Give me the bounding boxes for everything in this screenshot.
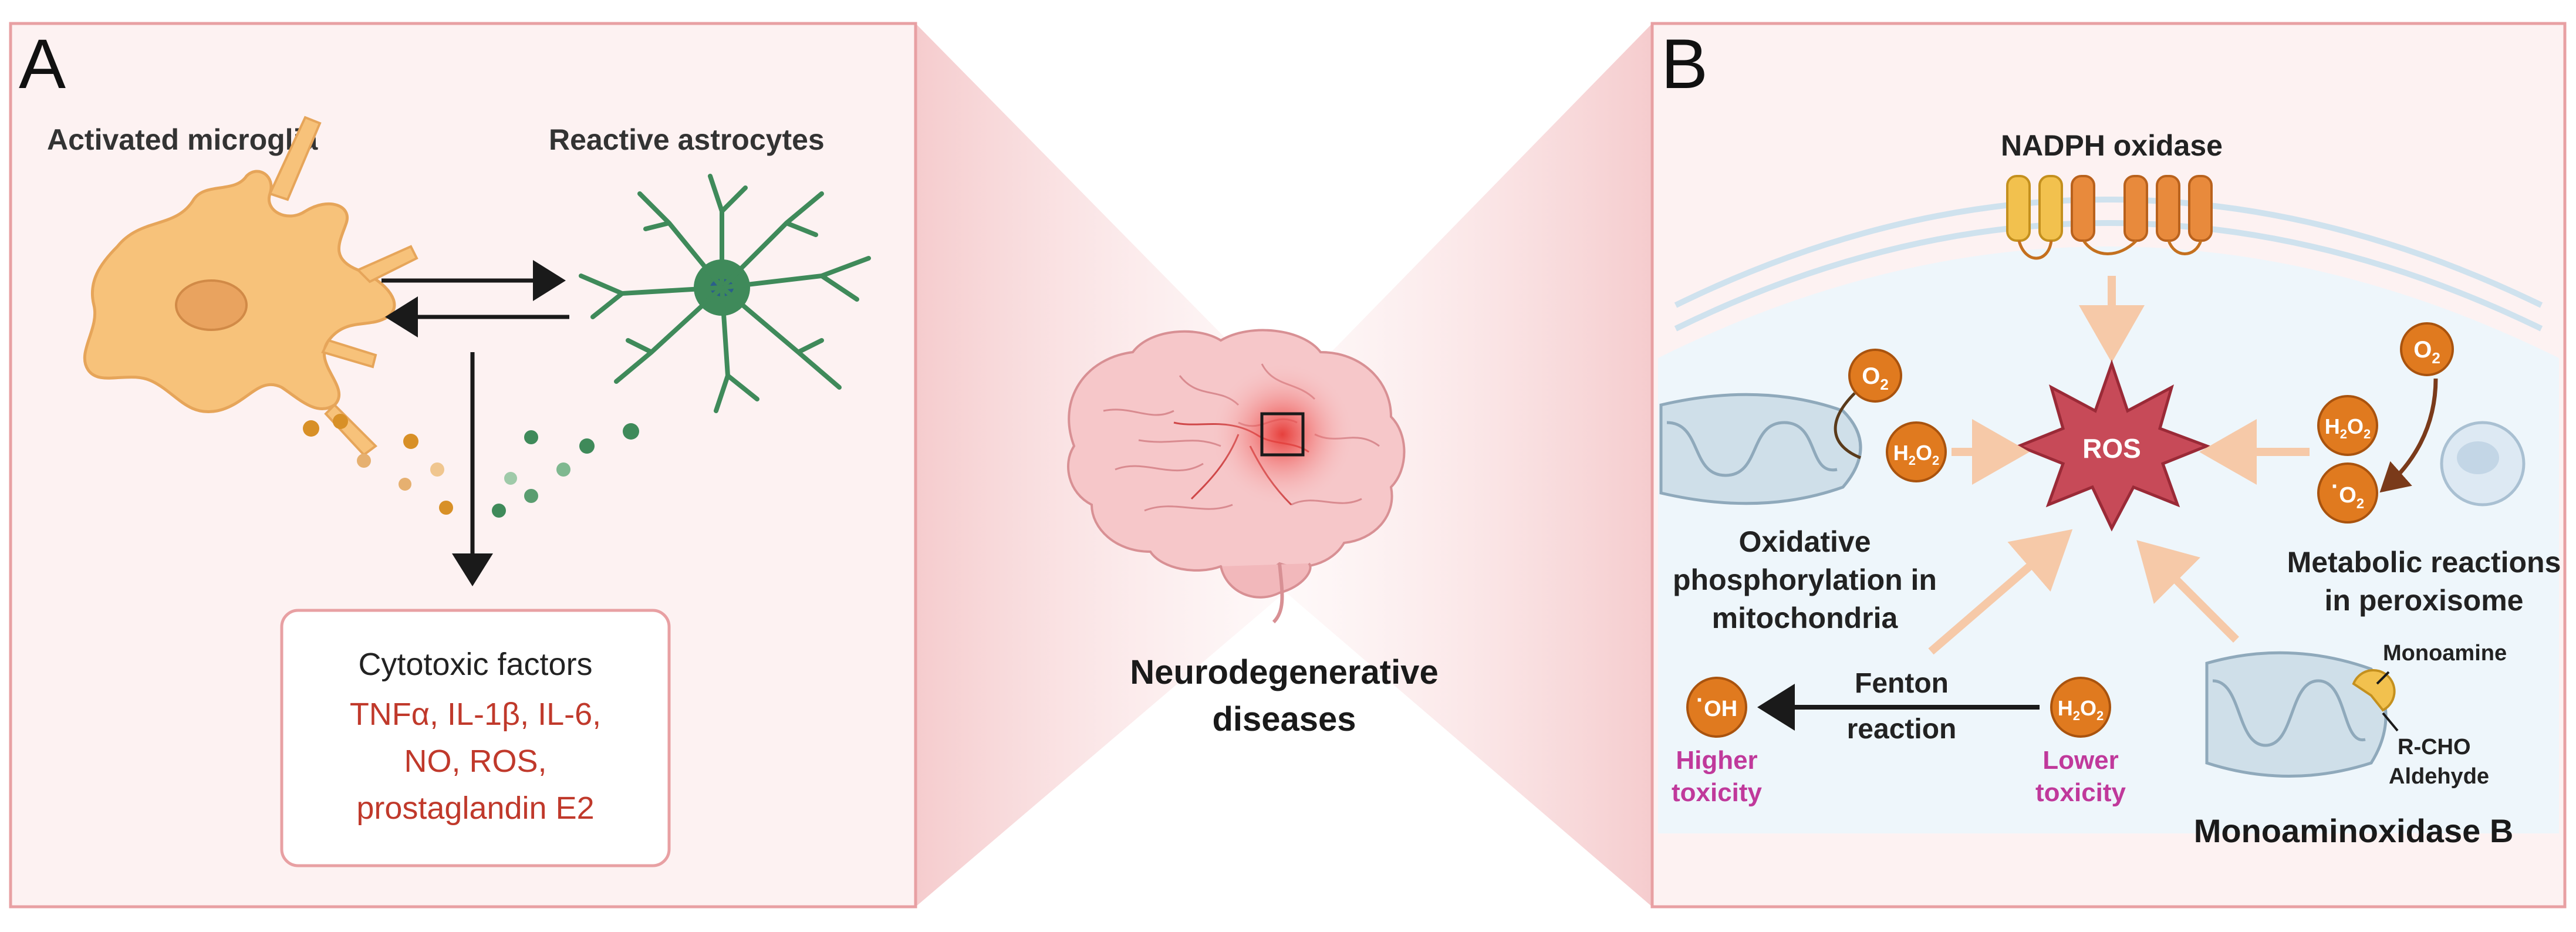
- svg-text:O2: O2: [2413, 337, 2440, 367]
- o2-molecule-mito: O2: [1848, 349, 1902, 403]
- h2o2-molecule-fenton: H2O2: [2050, 677, 2111, 738]
- center-title-line-1: Neurodegenerative: [1130, 653, 1438, 691]
- lower-toxicity-line-1: Lower: [2042, 746, 2119, 775]
- astrocyte-cell: [579, 174, 871, 413]
- mito-label-line-2: phosphorylation in: [1673, 563, 1937, 596]
- microglia-label: Activated microglia: [47, 123, 318, 156]
- svg-text:·OH: ·OH: [1696, 687, 1737, 721]
- cytotoxic-factors-box: [280, 609, 671, 867]
- fenton-label-line-2: reaction: [1847, 714, 1957, 745]
- superoxide-molecule: ·O2: [2317, 462, 2378, 524]
- peroxisome: [2440, 421, 2526, 506]
- lower-toxicity-line-2: toxicity: [2035, 778, 2126, 807]
- svg-text:H2O2: H2O2: [2325, 414, 2371, 441]
- panel-b-letter: B: [1661, 25, 1708, 103]
- panel-b: B NADPH oxidase ROS O2: [1650, 22, 2567, 909]
- mito-label-line-1: Oxidative: [1738, 525, 1871, 558]
- monoamine-label: Monoamine: [2383, 641, 2507, 666]
- ros-label: ROS: [2082, 433, 2141, 464]
- cell-membrane-inner: [1674, 220, 2543, 332]
- arrow-mao-to-ros: [2136, 540, 2239, 643]
- cell-membrane-outer: [1674, 197, 2543, 308]
- hydroxyl-radical: ·OH: [1686, 677, 1747, 738]
- panel-a: A Activated microglia Reactive astrocyte…: [9, 22, 917, 909]
- arrow-monoamine-to-mao: [2376, 671, 2390, 685]
- rcho-label: R-CHO: [2398, 735, 2471, 759]
- panel-a-letter: A: [19, 25, 66, 103]
- mito-label-line-3: mitochondria: [1712, 602, 1899, 634]
- nadph-oxidase-label: NADPH oxidase: [2001, 129, 2223, 162]
- higher-toxicity-line-1: Higher: [1676, 746, 1757, 775]
- svg-text:H2O2: H2O2: [2058, 696, 2104, 723]
- cytotoxic-factor-line-2: NO, ROS,: [404, 744, 546, 779]
- perox-label-line-1: Metabolic reactions: [2287, 546, 2561, 579]
- arrow-mao-to-rcho: [2382, 712, 2399, 732]
- fenton-label-line-1: Fenton: [1855, 668, 1949, 699]
- mao-b-enzyme: [2352, 668, 2396, 712]
- fan-right: [1279, 23, 1652, 907]
- mitochondrion-left: [1659, 393, 1862, 505]
- cytotoxic-factors-title: Cytotoxic factors: [358, 647, 592, 682]
- center-title-line-2: diseases: [1212, 700, 1356, 738]
- perox-label-line-2: in peroxisome: [2325, 584, 2524, 617]
- higher-toxicity-line-2: toxicity: [1672, 778, 1763, 807]
- aldehyde-label: Aldehyde: [2389, 764, 2489, 789]
- cytotoxic-factor-line-1: TNFα, IL-1β, IL-6,: [350, 697, 601, 732]
- mao-b-label: Monoaminoxidase B: [2194, 812, 2514, 849]
- svg-text:·O2: ·O2: [2331, 474, 2364, 512]
- astrocytes-label: Reactive astrocytes: [549, 123, 825, 156]
- svg-text:H2O2: H2O2: [1893, 441, 1940, 468]
- secretion-dots-astrocyte: [492, 423, 639, 518]
- ros-burst: ROS: [2015, 359, 2211, 532]
- arrow-fenton-to-ros: [1928, 529, 2073, 655]
- svg-text:O2: O2: [1862, 363, 1889, 393]
- brain-focus-square: [1260, 412, 1305, 457]
- cytotoxic-factor-line-3: prostaglandin E2: [356, 791, 594, 826]
- h2o2-molecule-perox: H2O2: [2317, 395, 2378, 456]
- mitochondrion-mao: [2205, 651, 2388, 778]
- arrow-o2-to-superoxide: [2379, 378, 2438, 493]
- secretion-dots-microglia: [303, 414, 453, 515]
- brain-illustration: [1067, 329, 1406, 624]
- h2o2-molecule-mito: H2O2: [1886, 421, 1947, 482]
- nadph-oxidase-protein: [2006, 175, 2213, 260]
- o2-molecule-perox: O2: [2400, 322, 2454, 376]
